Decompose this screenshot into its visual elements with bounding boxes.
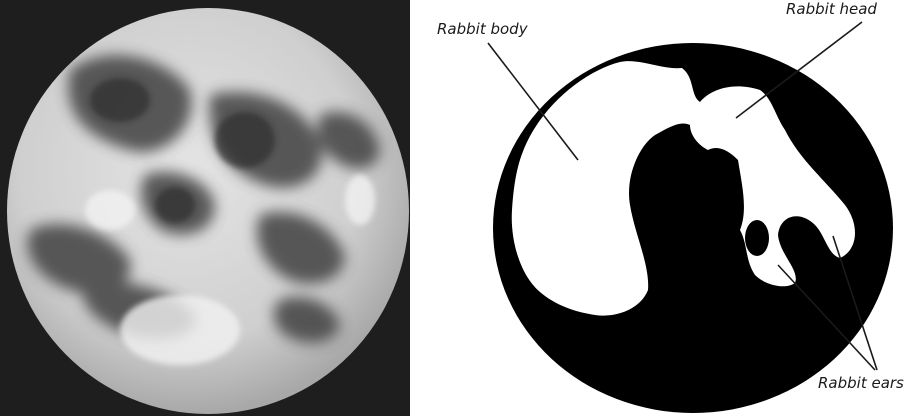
rabbit-head-label: Rabbit head <box>786 0 877 18</box>
moon-photograph-panel <box>0 0 410 416</box>
rabbit-body-label: Rabbit body <box>437 20 528 38</box>
rabbit-silhouette-diagram <box>410 0 916 416</box>
moon-photograph <box>0 0 410 416</box>
rabbit-ears-label: Rabbit ears <box>818 374 904 392</box>
rabbit-silhouette-panel <box>410 0 916 416</box>
left-ear-gap <box>745 220 769 256</box>
